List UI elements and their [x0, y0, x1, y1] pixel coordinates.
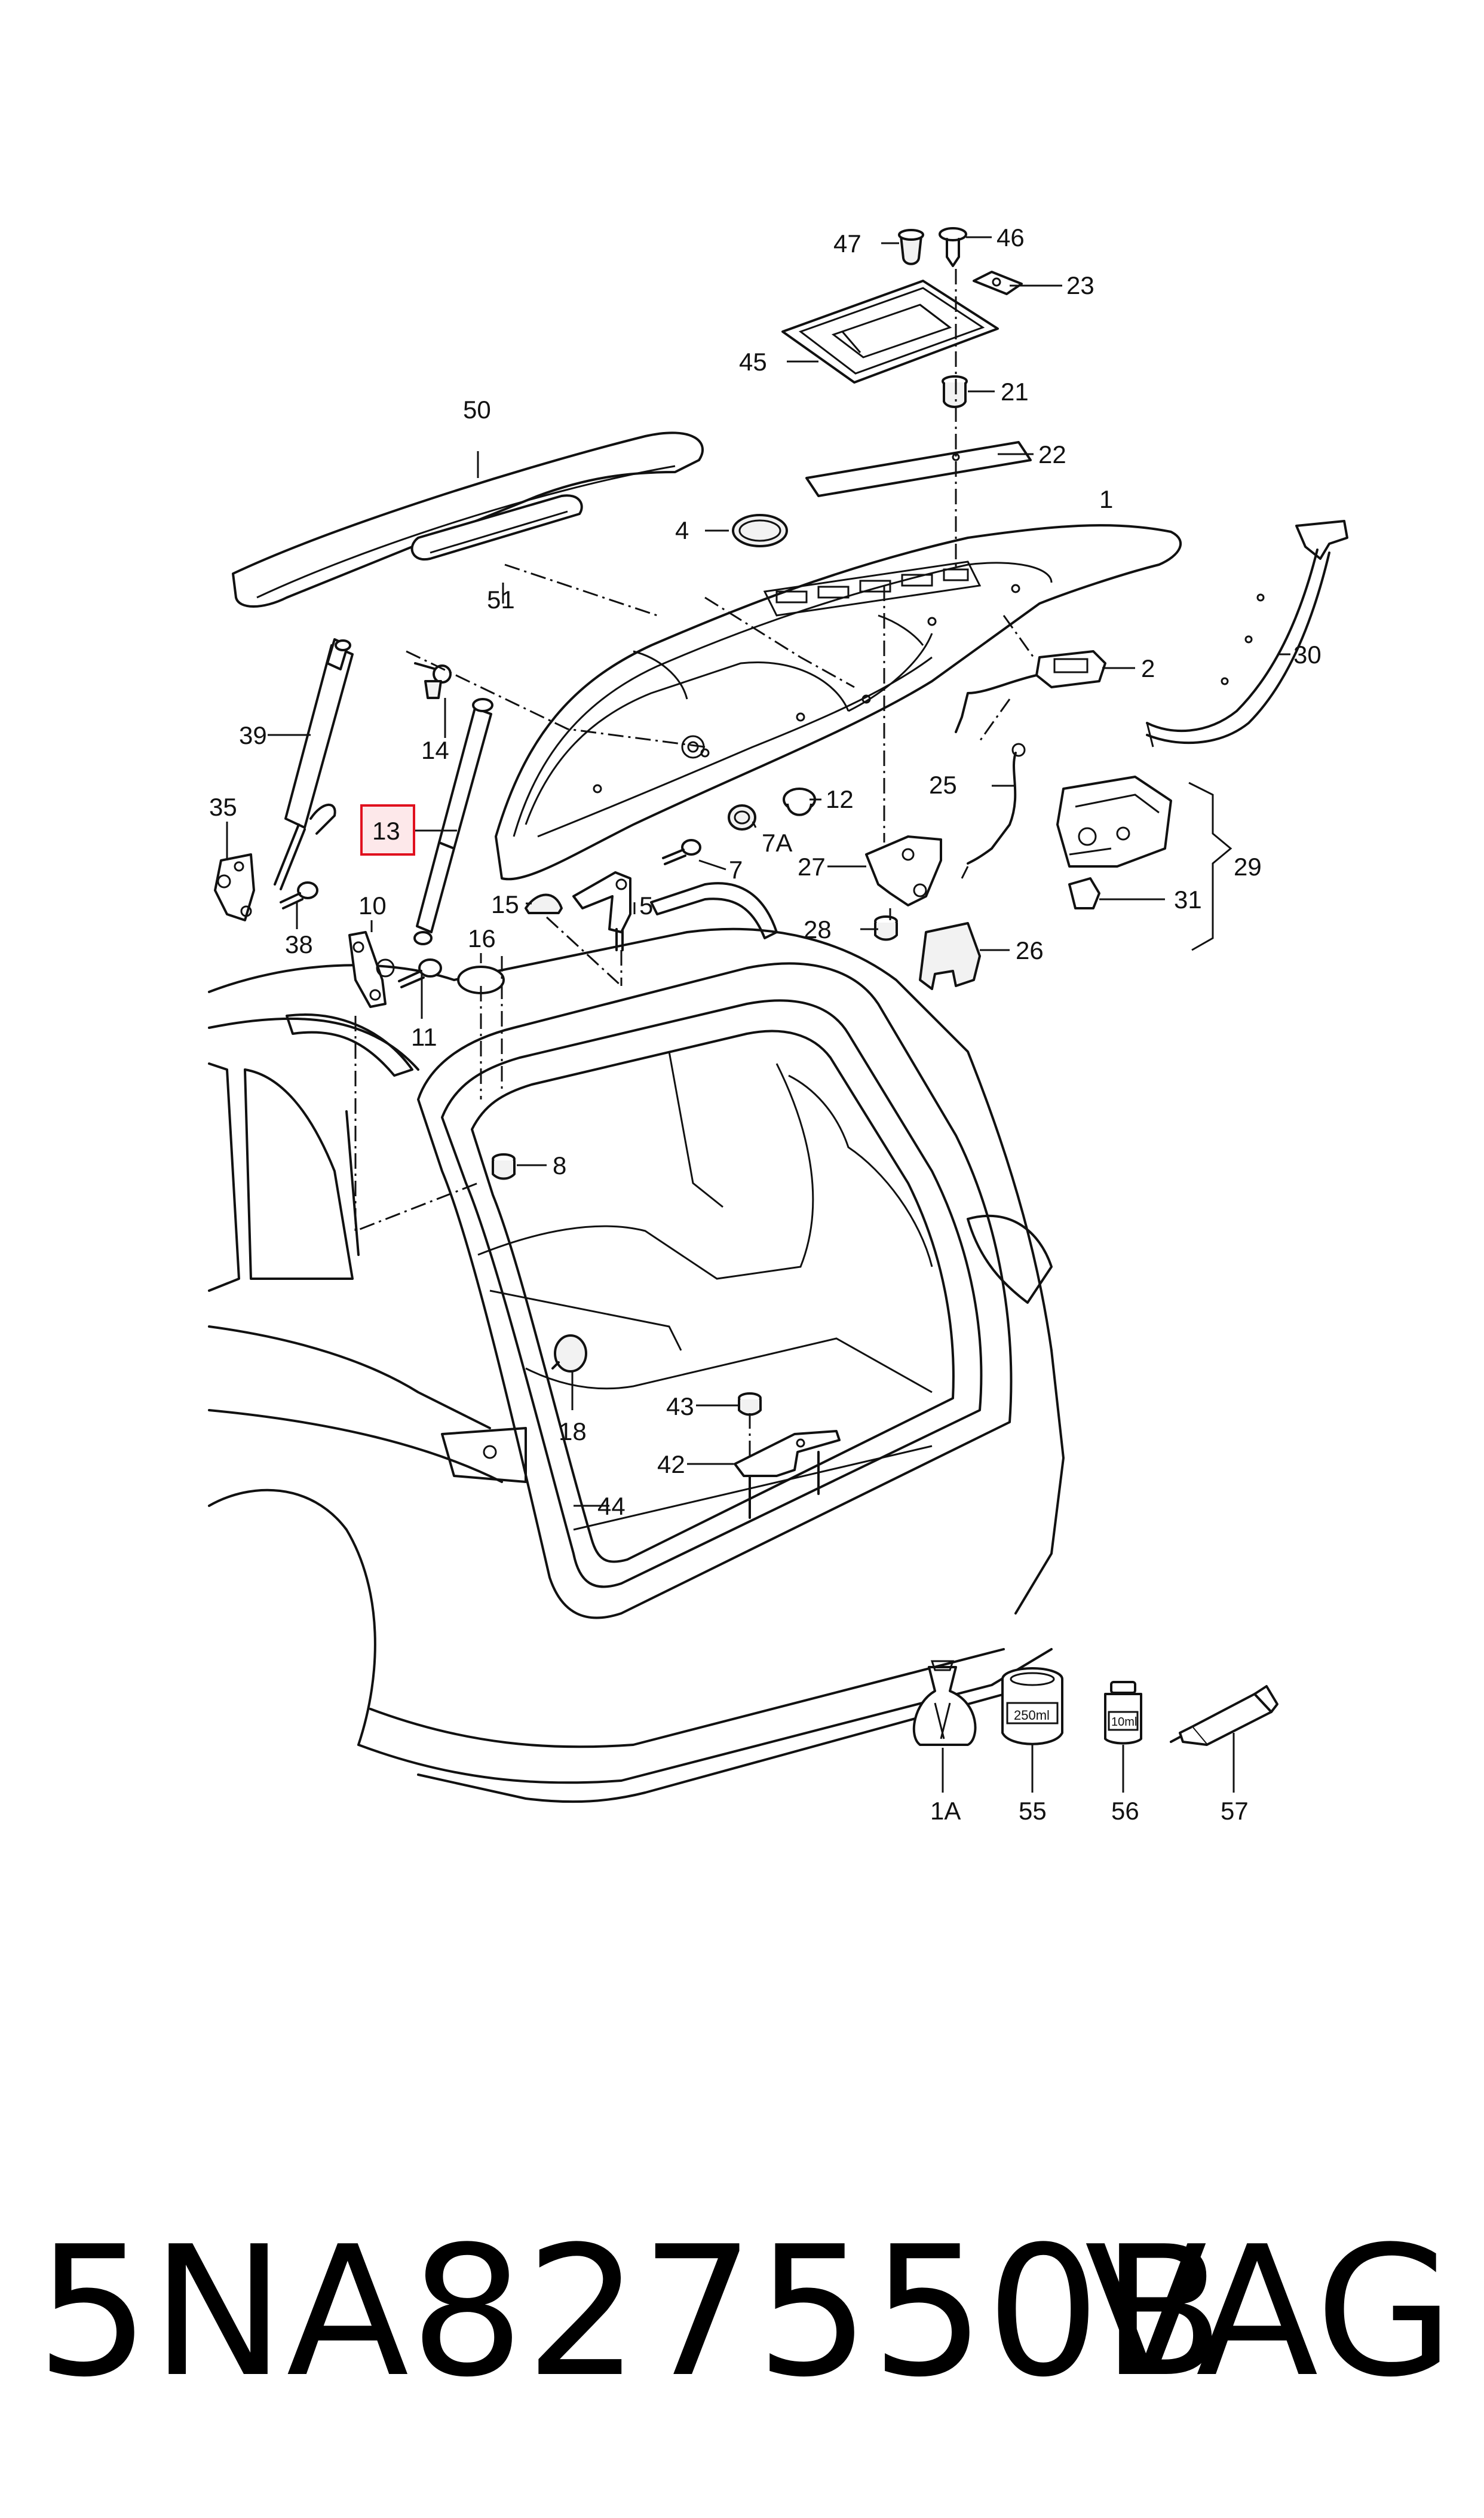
gasket-22 [805, 441, 1032, 497]
bolt-7 [662, 839, 701, 865]
striker-42 [734, 1430, 841, 1519]
callout-38: 38 [285, 930, 313, 958]
adhesive-tube [1170, 1685, 1278, 1746]
callout-21: 21 [1001, 378, 1029, 406]
callout-16: 16 [468, 924, 496, 952]
gas-strut-13 [413, 698, 493, 945]
callout-44: 44 [597, 1492, 626, 1520]
callout-50: 50 [463, 396, 491, 424]
grommet-28 [874, 915, 898, 941]
callout-1A: 1A [930, 1797, 961, 1825]
bottle-volume: 10ml [1111, 1716, 1137, 1729]
hinge-5 [572, 871, 631, 951]
callout-29: 29 [1234, 853, 1262, 881]
callout-4: 4 [675, 516, 689, 544]
callout-labels: 47 46 23 45 21 22 1 4 2 30 50 51 39 14 1… [209, 223, 1322, 1520]
callout-22: 22 [1038, 440, 1066, 468]
callout-27: 27 [798, 853, 826, 881]
consumables: 1A 250ml 55 10ml 56 57 [912, 1660, 1278, 1825]
callout-55: 55 [1019, 1797, 1047, 1825]
callout-35: 35 [209, 793, 237, 821]
callout-57: 57 [1221, 1797, 1249, 1825]
tailgate-panel [495, 524, 1182, 881]
latch-27 [865, 835, 942, 906]
nut-43 [738, 1392, 762, 1416]
callout-1: 1 [1099, 485, 1113, 513]
clip-7A [728, 804, 756, 831]
callout-25: 25 [929, 771, 957, 799]
sealant-bag [912, 1660, 977, 1746]
callout-5: 5 [639, 892, 653, 920]
car-body-outline [208, 882, 1065, 1803]
cover-26 [919, 922, 981, 990]
bolt-38 [280, 881, 318, 909]
callout-13-highlight [360, 804, 415, 856]
callout-10: 10 [358, 892, 387, 920]
rear-spoiler [232, 431, 704, 608]
callout-12: 12 [826, 785, 854, 813]
callout-leaders [226, 236, 1290, 1507]
buffer-12 [783, 788, 816, 816]
callout-56: 56 [1111, 1797, 1139, 1825]
callout-47: 47 [833, 229, 861, 258]
callout-46: 46 [997, 223, 1025, 252]
assembly-lines [354, 269, 1035, 1458]
callout-13: 13 [372, 817, 400, 845]
callout-30: 30 [1293, 641, 1322, 669]
callout-31: 31 [1174, 886, 1202, 914]
footer: 5NA827550B VAG [0, 2205, 1484, 2420]
nut-8 [492, 1153, 516, 1180]
callout-18: 18 [559, 1417, 587, 1445]
callout-11: 11 [411, 1023, 437, 1051]
bracket-23 [973, 271, 1023, 295]
strut-bracket-35 [214, 853, 255, 921]
callout-45: 45 [739, 348, 767, 376]
callout-2: 2 [1141, 654, 1155, 682]
ball-stud-14 [414, 662, 452, 699]
adhesive-bottle: 10ml [1104, 1681, 1142, 1745]
callout-51: 51 [487, 586, 515, 614]
brand-name: VAG [1084, 2208, 1454, 2416]
callout-23: 23 [1066, 271, 1094, 299]
callout-15: 15 [491, 890, 519, 918]
can-volume: 250ml [1014, 1708, 1050, 1723]
handle-switch-2 [955, 650, 1106, 733]
cable-25 [967, 752, 1017, 865]
license-light-cover [781, 280, 999, 384]
callout-7: 7 [729, 856, 743, 884]
plug-18 [551, 1334, 587, 1373]
wiring-harness-30 [1146, 520, 1348, 748]
callout-14: 14 [421, 736, 449, 764]
lock-motor-29 [1056, 776, 1172, 868]
clip-47 [900, 235, 922, 265]
callout-26: 26 [1016, 936, 1044, 964]
callout-42: 42 [657, 1450, 685, 1478]
screw-46 [939, 227, 967, 267]
bolt-11 [398, 958, 442, 988]
grease-can: 250ml [1001, 1667, 1063, 1745]
strut-bracket-10 [348, 931, 395, 1008]
callout-43: 43 [666, 1392, 694, 1420]
switch-31 [1068, 877, 1100, 909]
callout-7A: 7A [762, 829, 792, 857]
callout-28: 28 [804, 915, 832, 944]
gas-strut-39 [274, 638, 354, 890]
buffer-15 [525, 893, 563, 914]
part-number: 5NA827550B [36, 2208, 1226, 2416]
tailgate-exploded-diagram: 47 46 23 45 21 22 1 4 2 30 50 51 39 14 1… [208, 223, 1348, 1825]
callout-8: 8 [553, 1151, 566, 1180]
nut-21 [942, 375, 968, 408]
callout-39: 39 [239, 721, 267, 749]
